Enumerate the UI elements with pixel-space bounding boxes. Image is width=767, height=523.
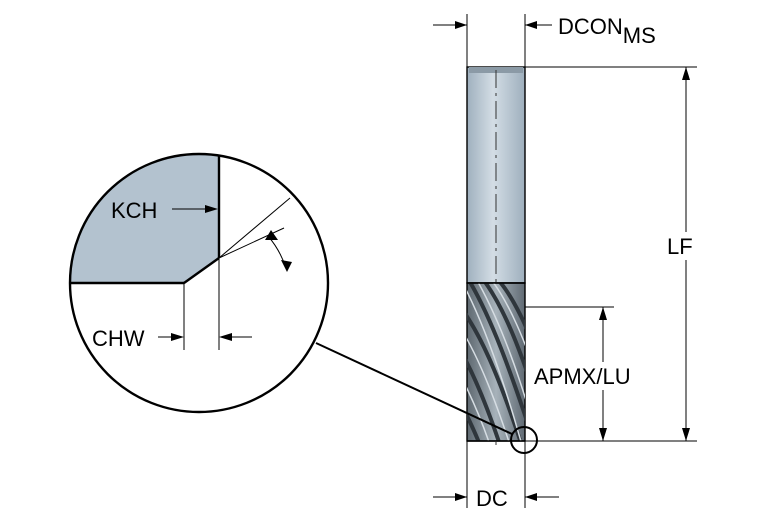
- magnified-corner-view: KCH CHW: [68, 152, 330, 414]
- detail-callout: KCH CHW: [68, 152, 538, 454]
- dc-label: DC: [476, 486, 508, 511]
- dc-dimension: DC: [433, 441, 559, 511]
- end-mill-tool: [466, 66, 526, 445]
- dimension-arrow: [599, 307, 607, 320]
- lf-dimension: LF: [525, 66, 705, 442]
- dimension-arrow: [219, 333, 232, 341]
- dcon-subscript: MS: [623, 23, 656, 48]
- dimension-arrow: [455, 21, 467, 29]
- dcon-dimension: DCONMS: [433, 14, 656, 67]
- dimension-arrow: [281, 260, 292, 272]
- lf-label: LF: [667, 234, 693, 259]
- dimension-arrow: [171, 333, 184, 341]
- dimension-arrow: [525, 493, 537, 501]
- dimension-arrow: [265, 230, 278, 240]
- dimension-arrow: [599, 428, 607, 441]
- flute-helix-lines: [467, 283, 525, 441]
- chw-label: CHW: [92, 326, 145, 351]
- kch-label: KCH: [111, 198, 157, 223]
- dimension-arrow: [682, 428, 690, 441]
- dimension-arrow: [455, 493, 467, 501]
- detail-circle: [510, 426, 538, 454]
- detail-leader-line: [315, 342, 513, 435]
- dimension-arrow: [682, 67, 690, 80]
- apmx-label: APMX/LU: [534, 364, 631, 389]
- dcon-label: DCONMS: [558, 14, 656, 48]
- dimension-arrow: [205, 205, 218, 213]
- dimension-arrow: [525, 21, 537, 29]
- apmx-dimension: APMX/LU: [525, 306, 662, 441]
